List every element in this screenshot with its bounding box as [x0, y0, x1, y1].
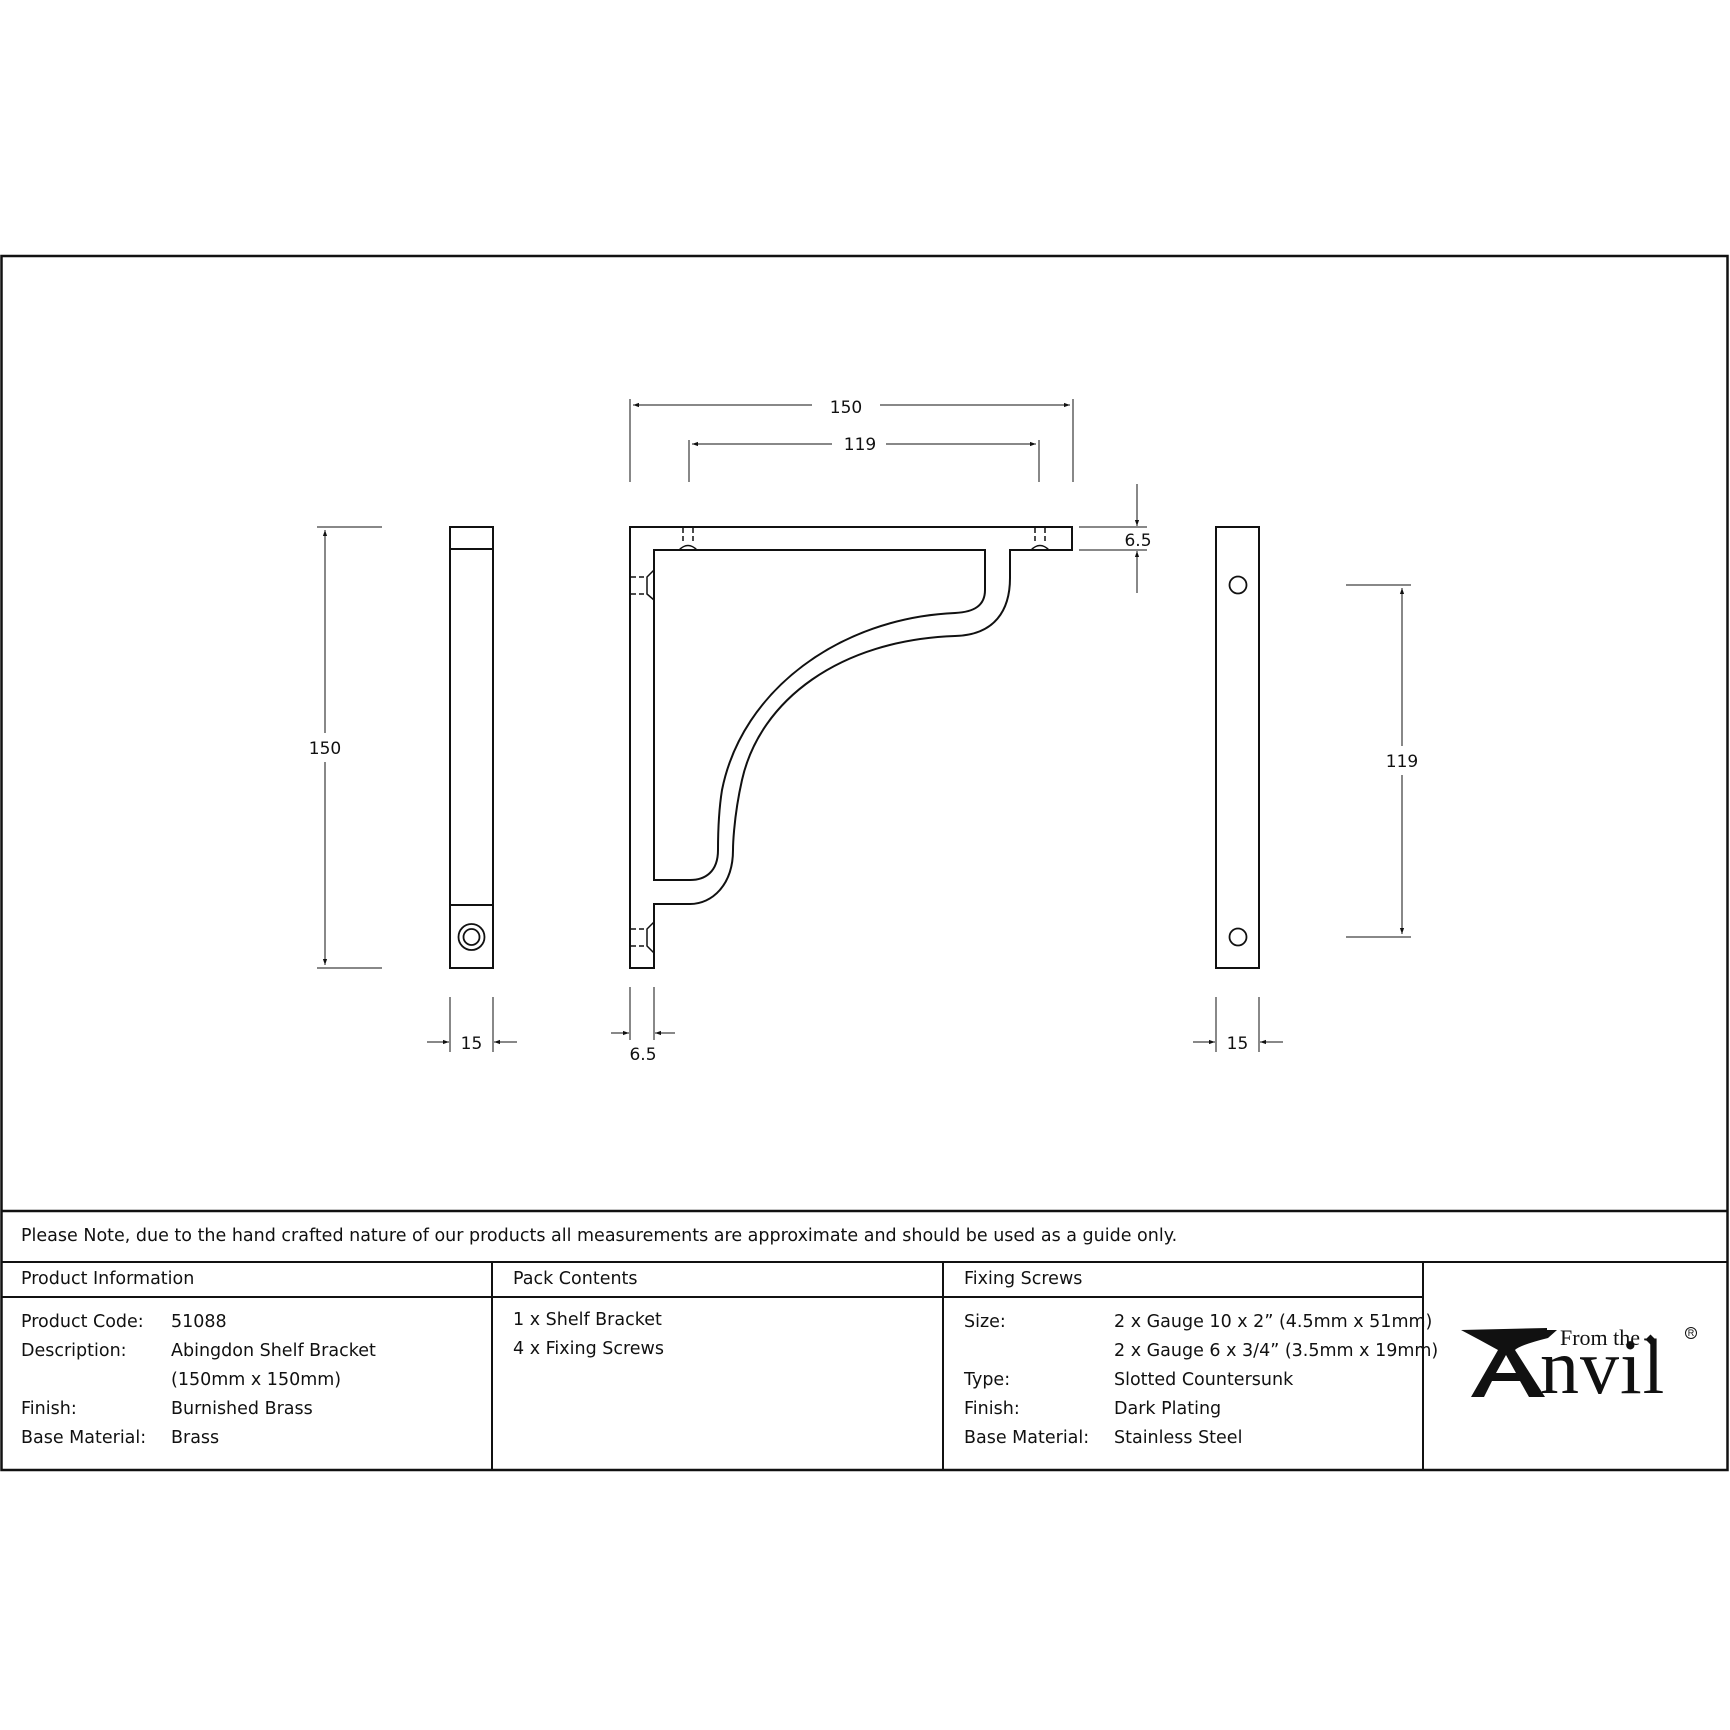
side-thickness-dimension: [611, 987, 675, 1040]
description-size-value: (150mm x 150mm): [171, 1370, 342, 1390]
overall-width-label: 150: [830, 398, 862, 418]
finish-label: Finish:: [21, 1399, 77, 1419]
right-width-label: 15: [1227, 1034, 1249, 1054]
screw-finish-value: Dark Plating: [1114, 1399, 1222, 1419]
bracket-front-view: [629, 526, 1073, 969]
logo-anvil-text: nvil: [1540, 1323, 1666, 1410]
top-thickness-label: 6.5: [1124, 531, 1151, 551]
base-material-label: Base Material:: [21, 1428, 147, 1448]
right-hole-spacing-label: 119: [1386, 752, 1418, 772]
screw-base-material-label: Base Material:: [964, 1428, 1090, 1448]
left-width-label: 15: [461, 1034, 483, 1054]
top-dimensions: [629, 399, 1074, 482]
left-side-view: [449, 526, 494, 969]
right-side-view: [1215, 526, 1260, 969]
screw-size-value-1: 2 x Gauge 10 x 2” (4.5mm x 51mm): [1114, 1312, 1433, 1332]
product-code-label: Product Code:: [21, 1312, 144, 1332]
right-hole-dimension: [1346, 584, 1411, 938]
pack-contents-heading: Pack Contents: [513, 1269, 638, 1289]
frame: [0, 254, 1729, 1472]
base-material-value: Brass: [171, 1428, 220, 1448]
left-width-dimension: [427, 997, 517, 1052]
left-height-dimension: [317, 526, 382, 969]
description-label: Description:: [21, 1341, 127, 1361]
product-information-heading: Product Information: [21, 1269, 195, 1289]
anvil-logo-icon: [1461, 1328, 1557, 1397]
description-value: Abingdon Shelf Bracket: [171, 1341, 376, 1361]
screw-base-material-value: Stainless Steel: [1114, 1428, 1243, 1448]
hole-spacing-label: 119: [844, 435, 876, 455]
screw-size-value-2: 2 x Gauge 6 x 3/4” (3.5mm x 19mm): [1114, 1341, 1439, 1361]
pack-item-screws: 4 x Fixing Screws: [513, 1339, 664, 1359]
top-thickness-dimension: [1079, 484, 1147, 593]
right-width-dimension: [1193, 997, 1283, 1052]
screw-finish-label: Finish:: [964, 1399, 1020, 1419]
fixing-screws-heading: Fixing Screws: [964, 1269, 1083, 1289]
registered-mark-icon: R: [1685, 1327, 1697, 1339]
pack-item-bracket: 1 x Shelf Bracket: [513, 1310, 662, 1330]
screw-size-label: Size:: [964, 1312, 1006, 1332]
screw-type-value: Slotted Countersunk: [1114, 1370, 1294, 1390]
screw-hidden-lines: [631, 528, 1050, 954]
disclaimer-note: Please Note, due to the hand crafted nat…: [21, 1226, 1178, 1246]
finish-value: Burnished Brass: [171, 1399, 313, 1419]
product-code-value: 51088: [171, 1312, 227, 1332]
side-thickness-label: 6.5: [629, 1045, 656, 1065]
left-height-label: 150: [309, 739, 341, 759]
logo-from-the: From the: [1560, 1325, 1641, 1350]
screw-type-label: Type:: [964, 1370, 1011, 1390]
